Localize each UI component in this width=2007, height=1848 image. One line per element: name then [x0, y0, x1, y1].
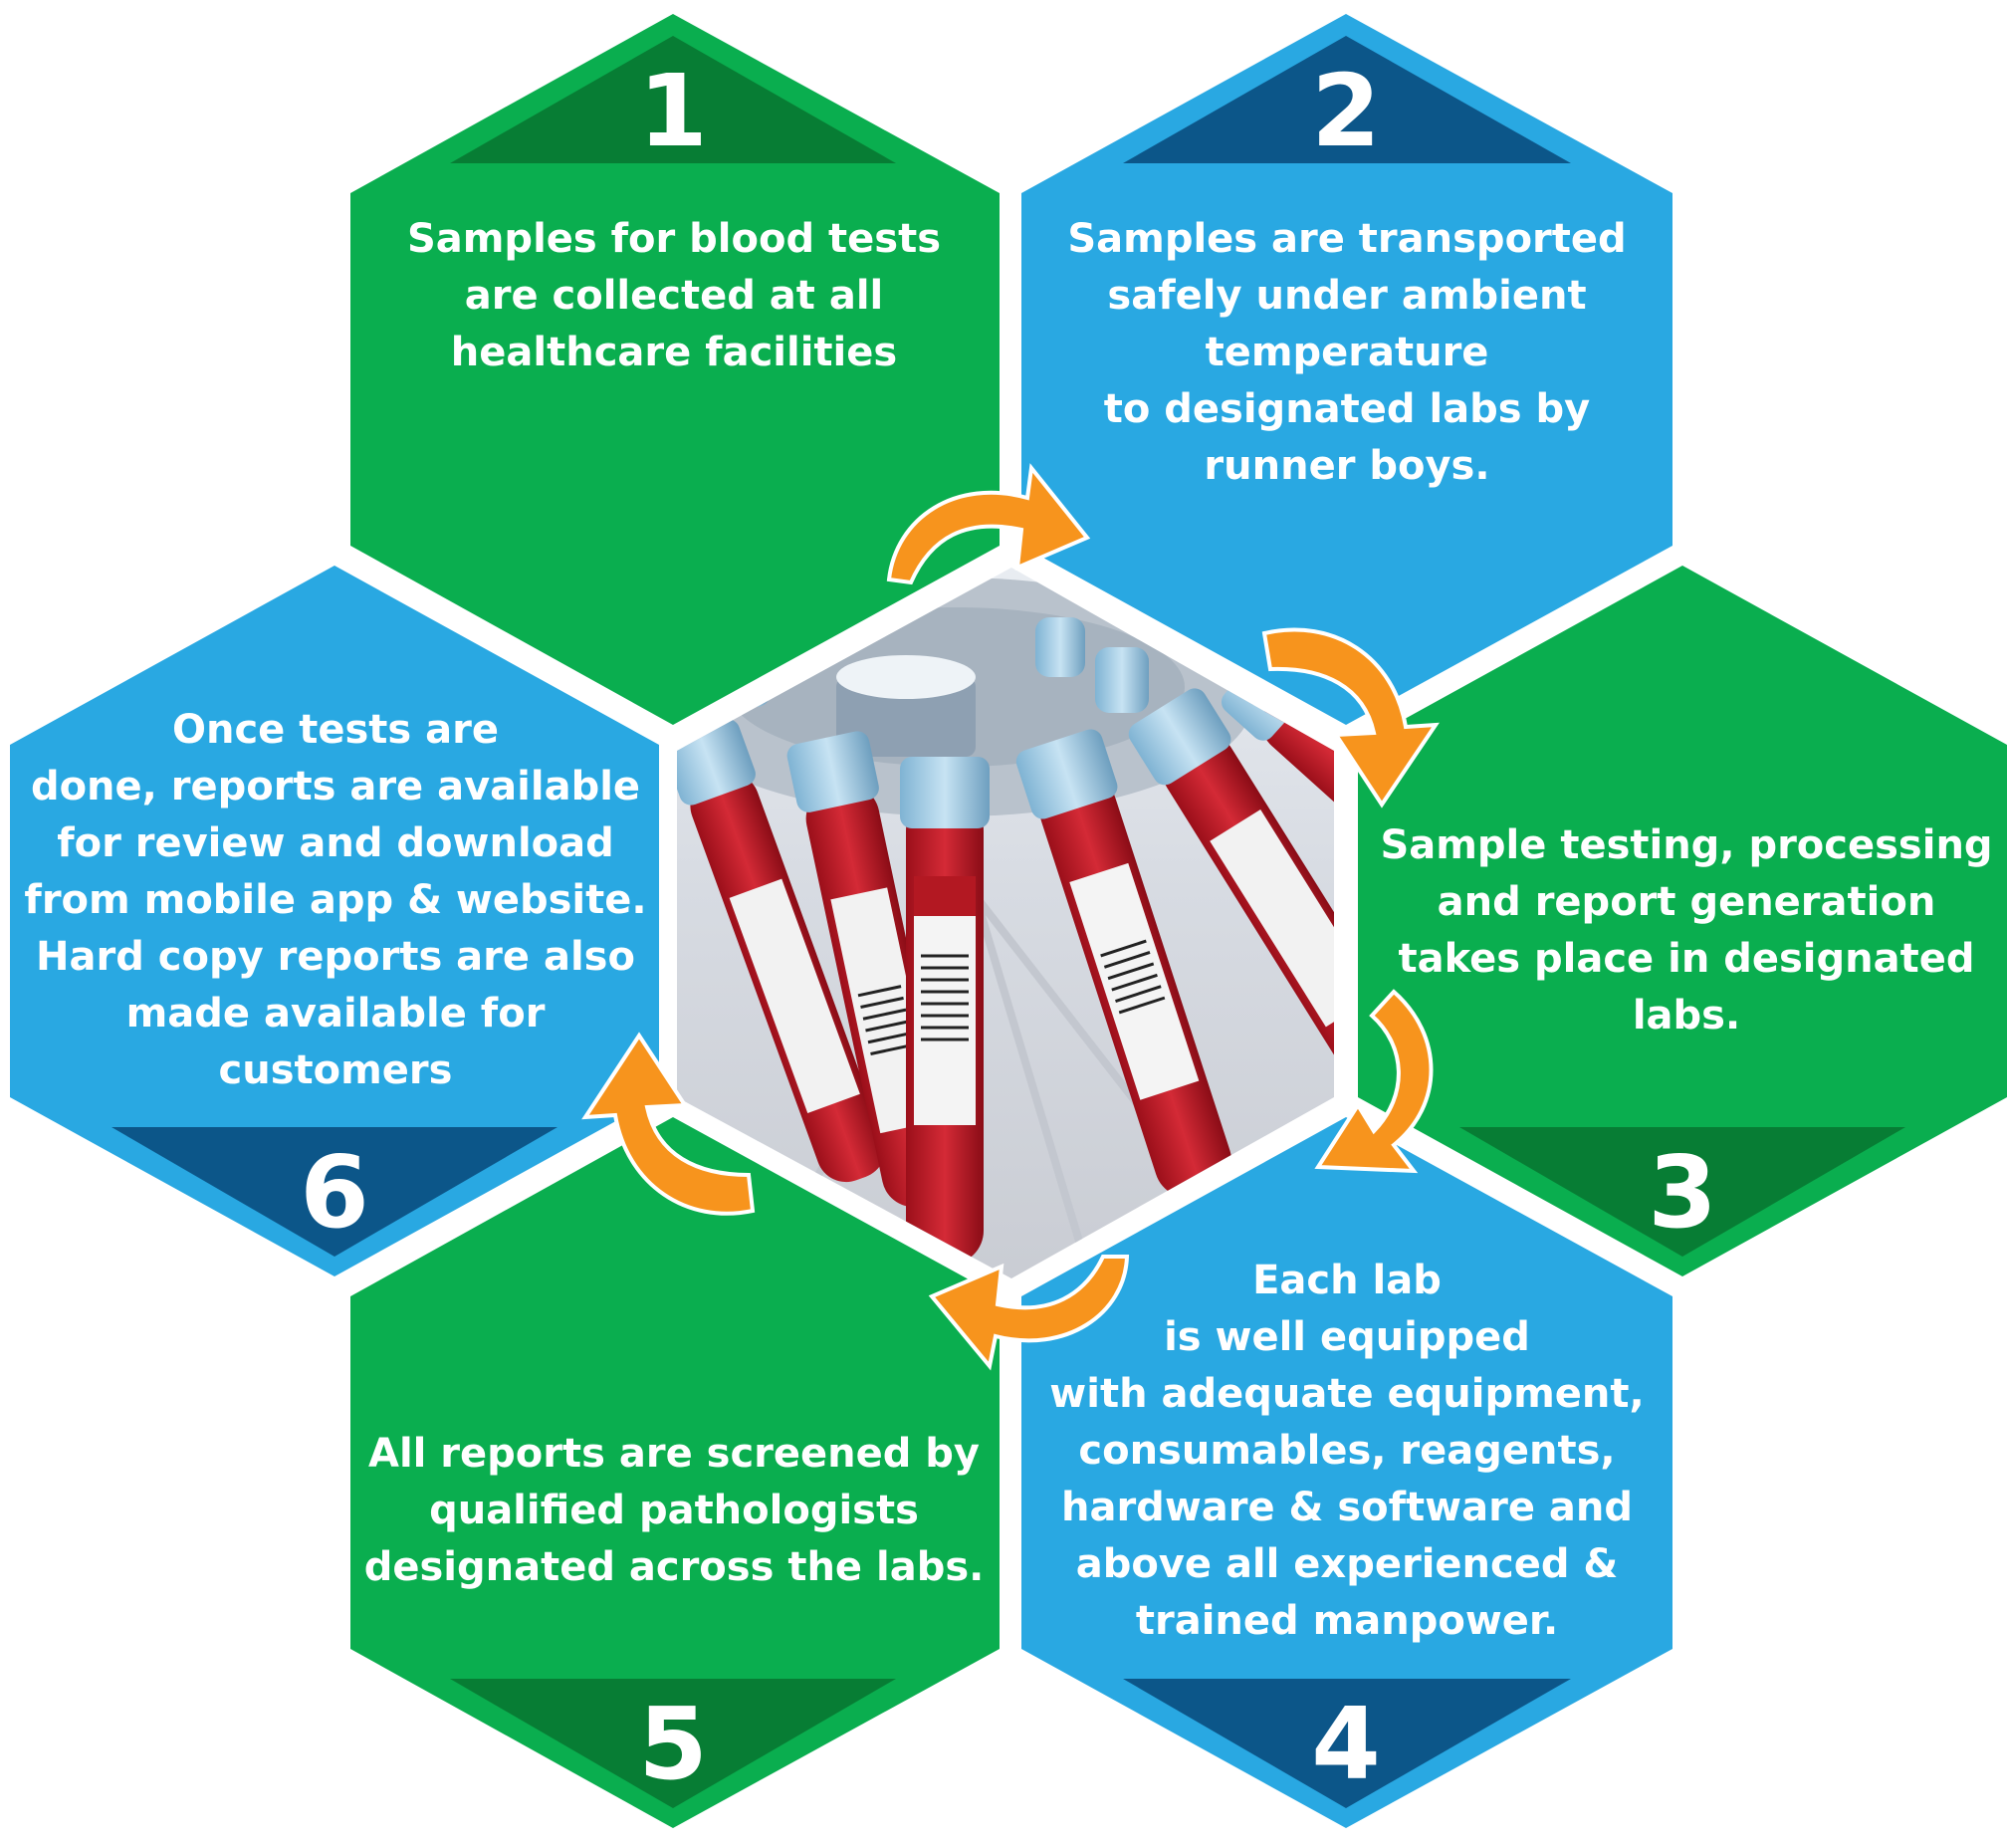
- step-4-line: above all experienced &: [1075, 1541, 1619, 1587]
- step-4-description: Each lab is well equipped with adequate …: [1041, 1253, 1653, 1650]
- blood-tube: [1128, 688, 1334, 1104]
- hex-shape: [350, 1117, 1000, 1828]
- step-5-number: 5: [638, 1686, 708, 1802]
- arrow-3-to-4-icon: [1314, 989, 1434, 1174]
- center-image-hexagon: [661, 554, 1350, 1294]
- step-6-line: made available for: [125, 991, 546, 1037]
- number-band: [1459, 1127, 1905, 1257]
- step-6-description: Once tests are done, reports are availab…: [22, 702, 649, 1099]
- step-3-description: Sample testing, processing and report ge…: [1378, 817, 1995, 1044]
- step-3-line: and report generation: [1437, 879, 1936, 925]
- step-2-line: Samples are transported: [1067, 216, 1627, 262]
- blood-tube: [900, 757, 990, 1265]
- hexagon-step-5: [350, 1117, 1000, 1828]
- step-4-line: with adequate equipment,: [1049, 1371, 1645, 1417]
- hexagon-step-6: [10, 566, 659, 1276]
- number-band: [1123, 36, 1571, 163]
- hexagon-step-1: [350, 14, 1000, 725]
- step-2-line: to designated labs by: [1103, 386, 1591, 432]
- step-1-line: healthcare facilities: [450, 330, 898, 375]
- step-4-line: consumables, reagents,: [1078, 1428, 1616, 1474]
- step-4-line: hardware & software and: [1060, 1485, 1633, 1530]
- step-5-line: designated across the labs.: [363, 1544, 985, 1590]
- step-6-line: for review and download: [57, 820, 614, 866]
- step-6-line: from mobile app & website.: [24, 877, 647, 923]
- hex-shape: [1021, 14, 1672, 725]
- blood-tube: [1015, 729, 1232, 1198]
- arrow-1-to-2-icon: [886, 463, 1091, 585]
- step-1-line: Samples for blood tests: [406, 216, 942, 262]
- arrow-2-to-3-icon: [1261, 627, 1440, 808]
- step-2-line: safely under ambient: [1107, 273, 1587, 319]
- step-2-line: runner boys.: [1204, 443, 1490, 489]
- number-band: [112, 1127, 558, 1257]
- number-band: [1123, 1679, 1571, 1808]
- step-5-line: qualified pathologists: [429, 1488, 919, 1533]
- number-band: [450, 1679, 896, 1808]
- step-3-line: takes place in designated: [1398, 936, 1975, 982]
- step-2-description: Samples are transported safely under amb…: [1063, 211, 1631, 495]
- hexagon-step-4: [1021, 1117, 1672, 1828]
- hex-shape: [350, 14, 1000, 725]
- step-4-number: 4: [1311, 1686, 1381, 1802]
- step-3-line: labs.: [1632, 993, 1741, 1039]
- step-4-line: trained manpower.: [1135, 1598, 1559, 1644]
- step-1-number: 1: [638, 53, 708, 169]
- step-2-number: 2: [1311, 53, 1381, 169]
- step-3-number: 3: [1648, 1134, 1717, 1251]
- hexagon-step-2: [1021, 14, 1672, 725]
- hex-shape: [1021, 1117, 1672, 1828]
- step-4-line: Each lab: [1252, 1258, 1442, 1303]
- step-3-line: Sample testing, processing: [1380, 822, 1993, 868]
- step-6-line: Once tests are: [171, 707, 499, 753]
- step-6-line: done, reports are available: [30, 764, 641, 809]
- cycle-arrows: [581, 463, 1440, 1371]
- hexagon-step-3: [1358, 566, 2007, 1276]
- step-4-line: is well equipped: [1164, 1314, 1530, 1360]
- step-6-line: Hard copy reports are also: [36, 934, 635, 980]
- arrow-4-to-5-icon: [928, 1255, 1130, 1371]
- hex-shape: [10, 566, 659, 1276]
- step-6-number: 6: [300, 1134, 369, 1251]
- step-5-line: All reports are screened by: [368, 1431, 981, 1477]
- step-5-description: All reports are screened by qualified pa…: [364, 1426, 985, 1596]
- arrow-5-to-6-icon: [581, 1032, 756, 1216]
- number-band: [450, 36, 896, 163]
- step-6-line: customers: [218, 1047, 453, 1093]
- hex-shape: [1358, 566, 2007, 1276]
- step-1-line: are collected at all: [464, 273, 884, 319]
- step-1-description: Samples for blood tests are collected at…: [400, 211, 948, 381]
- step-2-line: temperature: [1205, 330, 1489, 375]
